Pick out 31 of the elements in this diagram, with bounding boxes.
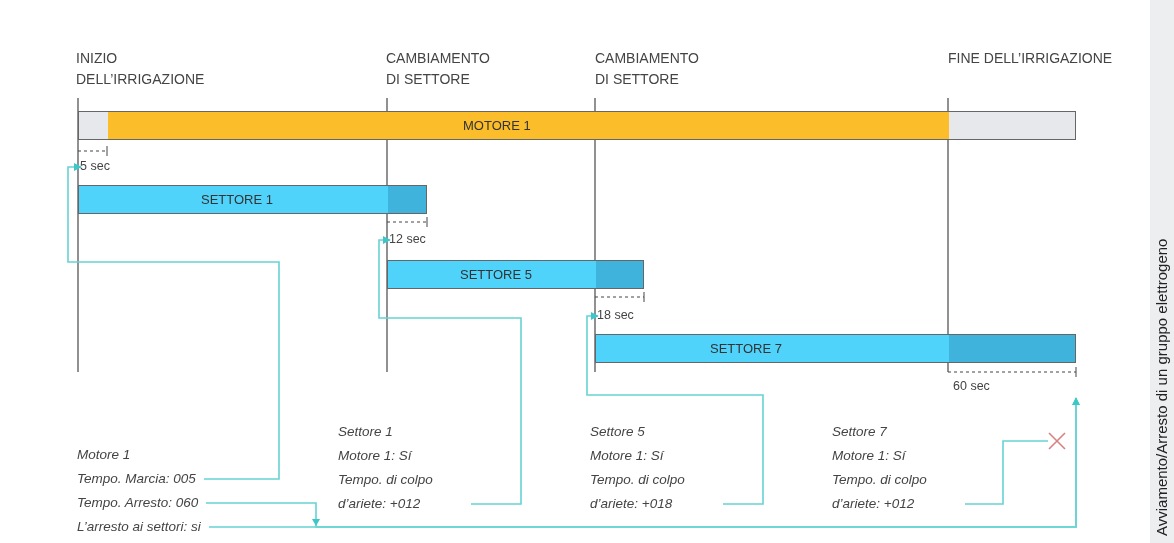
setting-text: Tempo. Arresto: 060 xyxy=(77,491,199,515)
motor-bar: MOTORE 1 xyxy=(78,111,1076,140)
sector-bar: SETTORE 5 xyxy=(387,260,644,289)
setting-text: Settore 1 xyxy=(338,423,394,441)
setting-text: Tempo. di colpo d’ariete: +012 xyxy=(832,471,928,513)
setting-text: Motore 1: Sí xyxy=(338,447,414,465)
side-title: Avviamento/Arresto di un gruppo elettrogeno xyxy=(1153,238,1171,536)
event-heading: INIZIO DELL’IRRIGAZIONE xyxy=(76,49,206,89)
connector-arrow xyxy=(586,312,764,505)
duration-label: 60 sec xyxy=(948,366,1079,397)
connector-arrow xyxy=(67,163,280,480)
duration-label: 12 sec xyxy=(389,232,426,246)
connector-line xyxy=(964,440,1049,505)
cross-mark xyxy=(1047,431,1067,451)
sector-bar: SETTORE 7 xyxy=(595,334,1076,363)
setting-text: Tempo. di colpo d’ariete: +018 xyxy=(590,471,686,513)
duration-label: 18 sec xyxy=(597,308,634,322)
setting-text: Motore 1 xyxy=(77,443,131,467)
duration-label: 5 sec xyxy=(80,159,110,173)
setting-text: Tempo. Marcia: 005 xyxy=(77,467,196,491)
setting-text: L’arresto ai settori: si xyxy=(77,515,201,539)
connector-arrow xyxy=(378,236,522,505)
setting-text: Motore 1: Sí xyxy=(832,447,908,465)
setting-text: Motore 1: Sí xyxy=(590,447,666,465)
setting-text: Tempo. di colpo d’ariete: +012 xyxy=(338,471,434,513)
event-heading: FINE DELL’IRRIGAZIONE xyxy=(948,49,1113,68)
event-heading: CAMBIAMENTO DI SETTORE xyxy=(386,49,491,89)
sector-bar: SETTORE 1 xyxy=(78,185,427,214)
event-heading: CAMBIAMENTO DI SETTORE xyxy=(595,49,700,89)
setting-text: Settore 5 xyxy=(590,423,646,441)
setting-text: Settore 7 xyxy=(832,423,888,441)
